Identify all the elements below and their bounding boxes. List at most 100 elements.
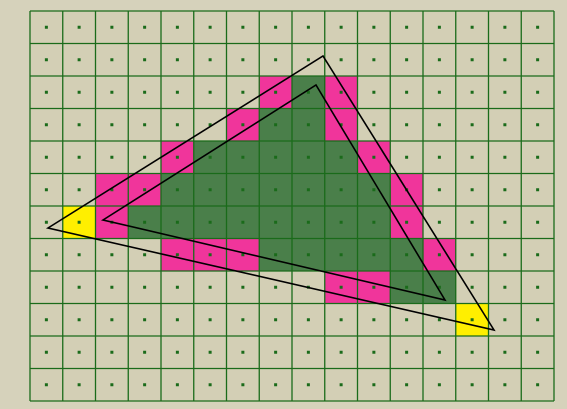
cell-center-dot	[110, 285, 114, 289]
cell-center-dot	[536, 90, 540, 94]
cell-center-dot	[536, 350, 540, 354]
cell-center-dot	[536, 188, 540, 192]
cell-center-dot	[306, 220, 310, 224]
cell-center-dot	[208, 253, 212, 257]
cell-center-dot	[437, 58, 441, 62]
cell-center-dot	[503, 188, 507, 192]
cell-center-dot	[372, 383, 376, 387]
cell-center-dot	[405, 58, 409, 62]
cell-center-dot	[143, 90, 147, 94]
cell-center-dot	[143, 58, 147, 62]
cell-center-dot	[503, 285, 507, 289]
grid-lines	[29, 10, 555, 402]
cell-center-dot	[470, 318, 474, 322]
cell-center-dot	[536, 253, 540, 257]
cell-center-dot	[143, 188, 147, 192]
cell-center-dot	[274, 253, 278, 257]
cell-center-dot	[110, 318, 114, 322]
cell-center-dot	[143, 318, 147, 322]
cell-center-dot	[274, 350, 278, 354]
cell-center-dot	[306, 155, 310, 159]
cell-center-dot	[77, 58, 81, 62]
cell-center-dot	[143, 253, 147, 257]
cell-center-dot	[208, 350, 212, 354]
cell-center-dot	[536, 58, 540, 62]
cell-center-dot	[470, 253, 474, 257]
cell-center-dot	[405, 155, 409, 159]
cell-center-dot	[77, 25, 81, 29]
cell-center-dot	[77, 155, 81, 159]
cell-center-dot	[274, 220, 278, 224]
cell-center-dot	[44, 188, 48, 192]
cell-center-dot	[77, 383, 81, 387]
cell-center-dot	[372, 90, 376, 94]
cell-center-dot	[44, 90, 48, 94]
cell-center-dot	[110, 90, 114, 94]
cell-center-dot	[44, 318, 48, 322]
cell-center-dot	[110, 25, 114, 29]
cell-center-dot	[503, 253, 507, 257]
cell-center-dot	[110, 383, 114, 387]
cell-center-dot	[110, 188, 114, 192]
cell-center-dot	[208, 123, 212, 127]
cell-center-dot	[405, 90, 409, 94]
cell-center-dot	[503, 90, 507, 94]
cell-center-dot	[339, 253, 343, 257]
cell-center-dot	[339, 58, 343, 62]
cell-center-dot	[274, 383, 278, 387]
cell-center-dot	[274, 188, 278, 192]
cell-center-dot	[437, 90, 441, 94]
cell-center-dot	[372, 253, 376, 257]
cell-center-dot	[437, 383, 441, 387]
cell-center-dot	[306, 350, 310, 354]
cell-center-dot	[143, 123, 147, 127]
cell-center-dot	[372, 25, 376, 29]
cell-center-dot	[175, 285, 179, 289]
cell-center-dot	[110, 58, 114, 62]
cell-center-dot	[470, 155, 474, 159]
cell-center-dot	[44, 25, 48, 29]
cell-center-dot	[470, 350, 474, 354]
cell-center-dot	[503, 350, 507, 354]
cell-center-dot	[339, 318, 343, 322]
cell-center-dot	[77, 350, 81, 354]
cell-center-dot	[536, 155, 540, 159]
cell-center-dot	[44, 123, 48, 127]
cell-center-dot	[44, 253, 48, 257]
cell-center-dot	[470, 90, 474, 94]
cell-center-dot	[175, 220, 179, 224]
cell-center-dot	[208, 58, 212, 62]
cell-center-dot	[77, 220, 81, 224]
cell-center-dot	[208, 90, 212, 94]
cell-center-dot	[143, 383, 147, 387]
cell-center-dot	[175, 25, 179, 29]
cell-center-dot	[241, 285, 245, 289]
inner-triangle-outline	[100, 83, 447, 302]
cell-center-dot	[470, 58, 474, 62]
cell-center-dot	[208, 188, 212, 192]
cell-center-dot	[339, 350, 343, 354]
cell-center-dot	[437, 253, 441, 257]
cell-center-dot	[470, 220, 474, 224]
cell-center-dot	[143, 155, 147, 159]
cell-center-dot	[175, 253, 179, 257]
cell-center-dot	[536, 318, 540, 322]
cell-center-dot	[143, 25, 147, 29]
cell-center-dot	[175, 58, 179, 62]
cell-center-dot	[208, 383, 212, 387]
cell-center-dot	[536, 383, 540, 387]
cell-center-dot	[241, 123, 245, 127]
cell-center-dot	[143, 220, 147, 224]
cell-center-dot	[44, 285, 48, 289]
cell-center-dot	[241, 350, 245, 354]
cell-center-dot	[44, 155, 48, 159]
cell-center-dot	[503, 123, 507, 127]
cell-center-dot	[77, 318, 81, 322]
cell-center-dot	[372, 58, 376, 62]
cell-center-dot	[372, 350, 376, 354]
cell-center-dot	[274, 58, 278, 62]
cell-center-dot	[274, 25, 278, 29]
cell-center-dot	[405, 220, 409, 224]
cell-center-dot	[274, 285, 278, 289]
